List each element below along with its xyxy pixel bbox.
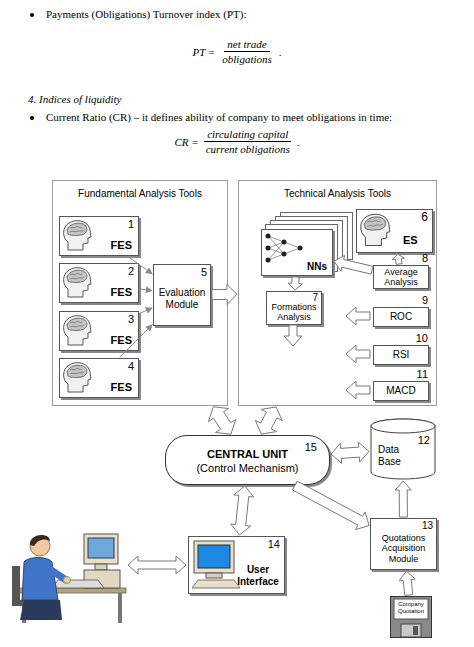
box-label: RSI bbox=[376, 349, 426, 361]
bullet-dot bbox=[30, 13, 34, 17]
bullet-dot bbox=[30, 116, 34, 120]
neural-net-icon bbox=[266, 234, 303, 263]
formula-part: net trade bbox=[224, 38, 269, 52]
user-illustration bbox=[12, 534, 126, 623]
formula-part: . bbox=[297, 136, 300, 148]
block-arrow bbox=[395, 481, 411, 517]
text-line: Current Ratio (CR) – it defines ability … bbox=[46, 111, 392, 123]
process-box: 3FES bbox=[59, 311, 139, 351]
formula-part: current obligations bbox=[203, 142, 293, 155]
box-label: MACD bbox=[376, 385, 426, 397]
box-label: FES bbox=[111, 334, 132, 347]
group-title: Technical Analysis Tools bbox=[239, 188, 436, 200]
tool-group: Technical Analysis ToolsNNs6ES8Average A… bbox=[238, 180, 437, 406]
control-unit: 15CENTRAL UNIT(Control Mechanism) bbox=[165, 435, 330, 485]
box-label: User Interface bbox=[234, 564, 282, 587]
box-label: ES bbox=[403, 234, 418, 247]
box-label: NNs bbox=[307, 261, 327, 273]
block-arrow bbox=[331, 442, 369, 463]
process-box: 1FES bbox=[59, 216, 139, 256]
box-label: Quotations Acquisition Module bbox=[372, 533, 435, 564]
fraction: circulating capitalcurrent obligations bbox=[203, 128, 293, 155]
process-box: 8Average Analysis bbox=[373, 265, 429, 289]
text-line: Payments (Obligations) Turnover index (P… bbox=[28, 8, 458, 22]
callout-number: 14 bbox=[268, 538, 280, 551]
callout-number: 13 bbox=[422, 520, 433, 532]
block-arrow bbox=[128, 307, 370, 574]
flow-arrow bbox=[140, 289, 152, 291]
callout-number: 11 bbox=[417, 368, 428, 381]
formula-part: . bbox=[279, 46, 282, 58]
process-box: 6ES bbox=[356, 209, 433, 253]
block-arrow bbox=[292, 481, 369, 529]
box-label: Evaluation Module bbox=[156, 287, 208, 310]
disk-source: Company Quotation bbox=[390, 596, 432, 638]
box-label: FES bbox=[111, 286, 132, 299]
callout-number: 6 bbox=[421, 211, 428, 225]
block-arrow bbox=[209, 407, 236, 434]
callout-number: 2 bbox=[128, 265, 134, 278]
box-label: Formations Analysis bbox=[268, 302, 320, 323]
fraction: net tradeobligations bbox=[219, 38, 275, 65]
box-label: (Control Mechanism) bbox=[166, 462, 329, 475]
text-line: Current Ratio (CR) – it defines ability … bbox=[28, 111, 468, 125]
callout-number: 4 bbox=[128, 360, 134, 373]
process-box: 9ROC bbox=[373, 307, 429, 327]
tool-group: Fundamental Analysis Tools1FES2FES3FES4F… bbox=[52, 180, 228, 406]
block-arrow bbox=[334, 256, 373, 275]
callout-number: 12 bbox=[418, 434, 430, 447]
monitor-icon bbox=[192, 541, 240, 588]
callout-number: 10 bbox=[416, 332, 428, 345]
callout-number: 7 bbox=[312, 292, 318, 304]
formula-part: circulating capital bbox=[204, 128, 291, 142]
section-heading: 4. Indices of liquidity bbox=[28, 93, 121, 107]
process-box: 7Formations Analysis bbox=[266, 291, 322, 325]
callout-number: 8 bbox=[422, 252, 428, 265]
process-box: NNs bbox=[261, 229, 333, 276]
flow-arrow bbox=[120, 325, 153, 358]
block-arrow bbox=[288, 277, 302, 290]
process-box: 4FES bbox=[59, 358, 139, 398]
formula-part: obligations bbox=[219, 52, 275, 65]
box-label: Data Base bbox=[378, 444, 410, 467]
callout-number: 1 bbox=[128, 218, 134, 231]
callout-number: 9 bbox=[422, 294, 428, 307]
group-title: Fundamental Analysis Tools bbox=[53, 188, 227, 200]
box-label: ROC bbox=[376, 311, 426, 323]
block-arrow bbox=[212, 284, 237, 304]
database-cylinder: 12Data Base bbox=[370, 418, 436, 480]
brain-icon bbox=[64, 214, 390, 392]
block-arrow bbox=[393, 254, 405, 264]
block-arrow bbox=[255, 407, 282, 434]
box-label: Average Analysis bbox=[376, 267, 426, 288]
process-box: 13Quotations Acquisition Module bbox=[370, 518, 437, 570]
process-box: 2FES bbox=[59, 263, 139, 303]
box-label: Company Quotation bbox=[395, 601, 427, 614]
process-box: 14User Interface bbox=[188, 536, 285, 594]
box-label: CENTRAL UNIT bbox=[166, 448, 329, 461]
process-box: 10RSI bbox=[373, 345, 429, 365]
callout-number: 15 bbox=[305, 441, 317, 454]
block-arrow bbox=[399, 571, 415, 595]
box-label: FES bbox=[111, 239, 132, 252]
text-line: Payments (Obligations) Turnover index (P… bbox=[46, 8, 246, 20]
formula: PT = net tradeobligations . bbox=[0, 38, 474, 65]
process-box: 5Evaluation Module bbox=[153, 264, 211, 326]
formula-part: PT = bbox=[192, 46, 215, 58]
box-label: FES bbox=[111, 381, 132, 394]
callout-number: 3 bbox=[128, 313, 134, 326]
flow-arrow bbox=[140, 308, 152, 313]
flow-arrow bbox=[128, 257, 152, 274]
formula: CR = circulating capitalcurrent obligati… bbox=[0, 128, 474, 155]
callout-number: 5 bbox=[201, 266, 207, 279]
formula-part: CR = bbox=[174, 136, 198, 148]
process-box: 11MACD bbox=[373, 381, 429, 401]
block-arrow bbox=[231, 486, 254, 535]
